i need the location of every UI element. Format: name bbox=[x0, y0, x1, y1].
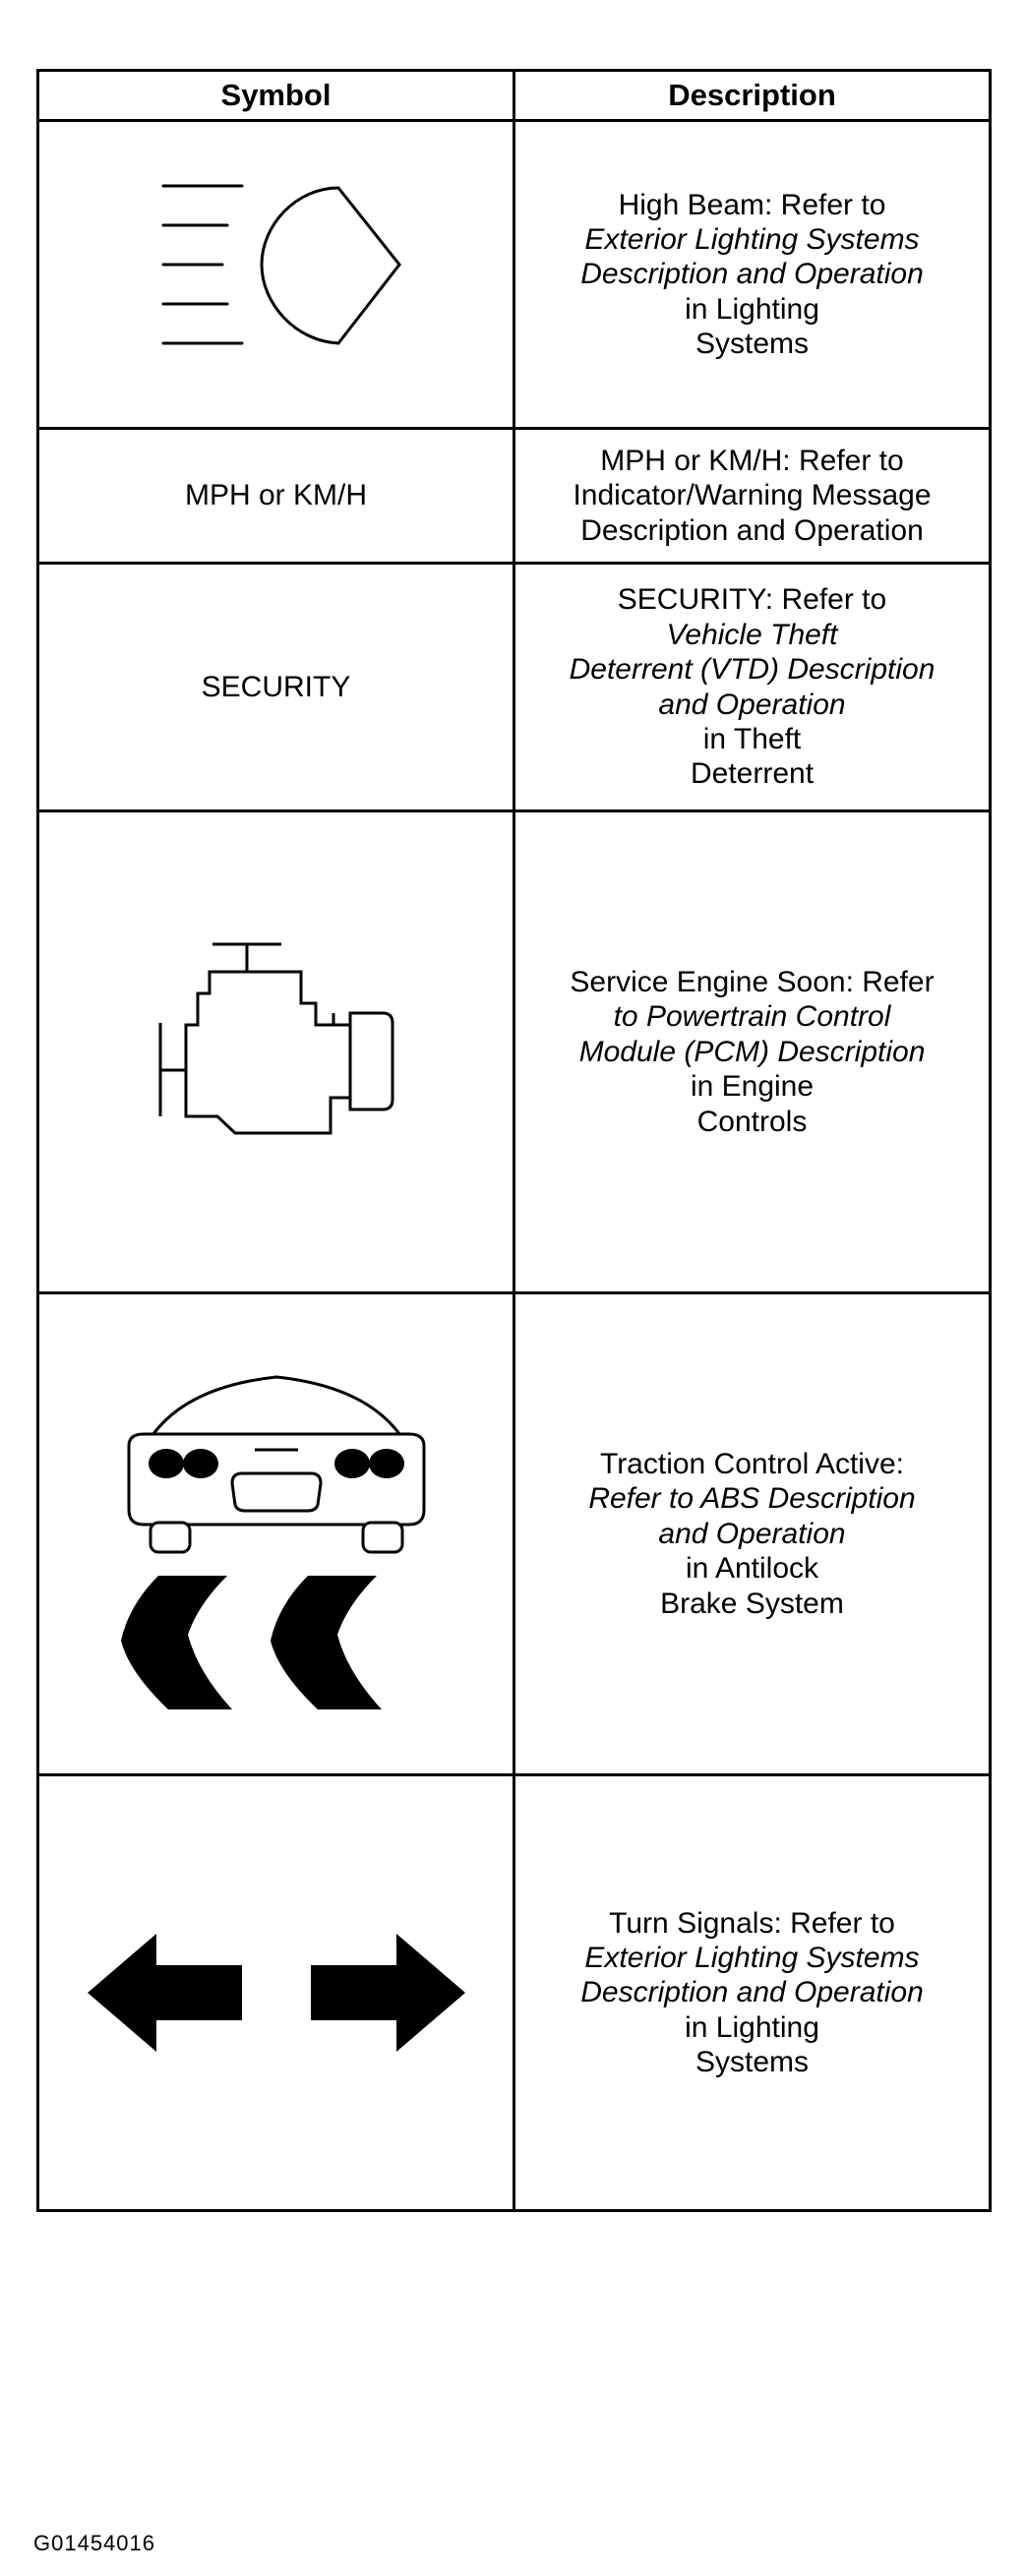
symbol-text: MPH or KM/H bbox=[184, 479, 367, 511]
description-line: in Lighting bbox=[685, 292, 819, 326]
description-reference: Refer to ABS Description bbox=[588, 1482, 916, 1516]
engine-icon bbox=[158, 942, 393, 1134]
symbol-cell bbox=[36, 809, 515, 1294]
description-cell: Service Engine Soon: Refer to Powertrain… bbox=[513, 809, 992, 1294]
description-line: in Engine bbox=[690, 1070, 815, 1104]
symbol-cell: MPH or KM/H bbox=[36, 427, 515, 565]
table-row-turn-signals: Turn Signals: Refer to Exterior Lighting… bbox=[36, 1773, 992, 2212]
symbol-cell: SECURITY bbox=[36, 562, 515, 812]
symbol-cell bbox=[36, 1773, 515, 2212]
description-line: Systems bbox=[695, 328, 810, 361]
description-line: Controls bbox=[696, 1105, 808, 1138]
description-line: in Lighting bbox=[685, 2010, 819, 2044]
description-reference: Vehicle Theft bbox=[666, 618, 838, 651]
description-reference: Deterrent (VTD) Description bbox=[569, 653, 936, 687]
symbol-column-header: Symbol bbox=[36, 69, 515, 122]
turn-signals-icon bbox=[87, 1934, 465, 2052]
left-arrow-icon bbox=[87, 1934, 242, 2052]
symbol-cell bbox=[36, 119, 515, 430]
description-reference: Exterior Lighting Systems bbox=[584, 222, 920, 256]
description-reference: Exterior Lighting Systems bbox=[584, 1941, 920, 1974]
description-cell: MPH or KM/H: Refer to Indicator/Warning … bbox=[513, 427, 992, 565]
description-line: High Beam: Refer to bbox=[618, 188, 886, 221]
table-row-mph-kmh: MPH or KM/H MPH or KM/H: Refer to Indica… bbox=[36, 427, 992, 565]
description-reference: to Powertrain Control bbox=[613, 1000, 891, 1034]
symbol-description-table: Symbol Description High Be bbox=[36, 69, 992, 2212]
description-line: Service Engine Soon: Refer bbox=[570, 966, 935, 999]
table-row-high-beam: High Beam: Refer to Exterior Lighting Sy… bbox=[36, 119, 992, 430]
symbol-cell bbox=[36, 1291, 515, 1776]
description-line: Turn Signals: Refer to bbox=[609, 1906, 895, 1940]
description-line: Indicator/Warning Message bbox=[573, 479, 932, 512]
description-column-header: Description bbox=[513, 69, 992, 122]
high-beam-icon bbox=[161, 184, 401, 345]
description-line: in Theft bbox=[702, 722, 802, 755]
table-row-security: SECURITY SECURITY: Refer to Vehicle Thef… bbox=[36, 562, 992, 812]
description-line: Traction Control Active: bbox=[599, 1448, 904, 1481]
description-cell: Traction Control Active: Refer to ABS De… bbox=[513, 1291, 992, 1776]
table-header-row: Symbol Description bbox=[36, 69, 992, 122]
description-line: SECURITY: Refer to bbox=[617, 583, 887, 617]
description-reference: Module (PCM) Description bbox=[578, 1035, 926, 1068]
description-reference: and Operation bbox=[658, 688, 846, 721]
description-reference: Description and Operation bbox=[580, 1976, 924, 2009]
description-line: Description and Operation bbox=[580, 513, 924, 547]
description-line: in Antilock bbox=[685, 1552, 819, 1586]
description-line: Systems bbox=[695, 2046, 810, 2079]
description-cell: High Beam: Refer to Exterior Lighting Sy… bbox=[513, 119, 992, 430]
figure-code: G01454016 bbox=[33, 2531, 155, 2555]
description-line: MPH or KM/H: Refer to bbox=[600, 444, 904, 477]
table-row-service-engine: Service Engine Soon: Refer to Powertrain… bbox=[36, 809, 992, 1294]
description-line: Brake System bbox=[660, 1587, 844, 1620]
description-reference: Description and Operation bbox=[580, 258, 924, 291]
right-arrow-icon bbox=[310, 1934, 465, 2052]
description-line: Deterrent bbox=[690, 757, 815, 791]
table-row-traction-control: Traction Control Active: Refer to ABS De… bbox=[36, 1291, 992, 1776]
symbol-text: SECURITY bbox=[201, 670, 351, 703]
description-reference: and Operation bbox=[658, 1517, 846, 1550]
traction-control-icon bbox=[120, 1374, 425, 1709]
description-cell: SECURITY: Refer to Vehicle Theft Deterre… bbox=[513, 562, 992, 812]
description-cell: Turn Signals: Refer to Exterior Lighting… bbox=[513, 1773, 992, 2212]
